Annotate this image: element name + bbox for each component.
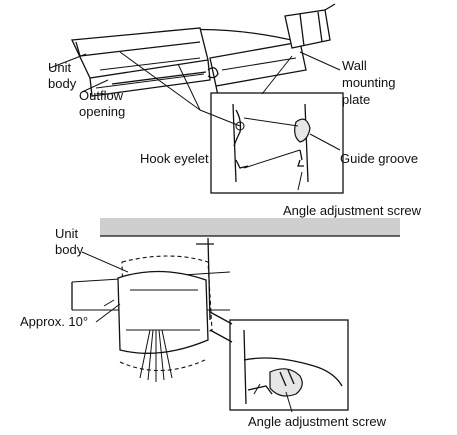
top-unit-illustration: [71, 3, 336, 97]
hook-detail-inset: [210, 92, 344, 194]
unit-body-label-bottom: Unit body: [55, 226, 84, 257]
guide-groove-label: Guide groove: [340, 151, 418, 166]
ceiling: [100, 218, 400, 237]
unit-body-label-top: Unit body: [48, 60, 77, 91]
angle-adjustment-screw-label-bottom: Angle adjustment screw: [248, 414, 387, 429]
hook-eyelet-label: Hook eyelet: [140, 151, 209, 166]
approx-angle-label: Approx. 10°: [20, 314, 88, 329]
bottom-unit-side-view: [71, 237, 231, 382]
bottom-leader-lines: [81, 251, 293, 413]
screw-detail-inset: [209, 311, 349, 411]
wall-mounting-plate-label: Wall mounting plate: [342, 58, 399, 107]
angle-adjustment-screw-label-top: Angle adjustment screw: [283, 203, 422, 218]
top-leader-lines: [49, 51, 341, 191]
outflow-opening-label: Outflow opening: [79, 88, 127, 119]
